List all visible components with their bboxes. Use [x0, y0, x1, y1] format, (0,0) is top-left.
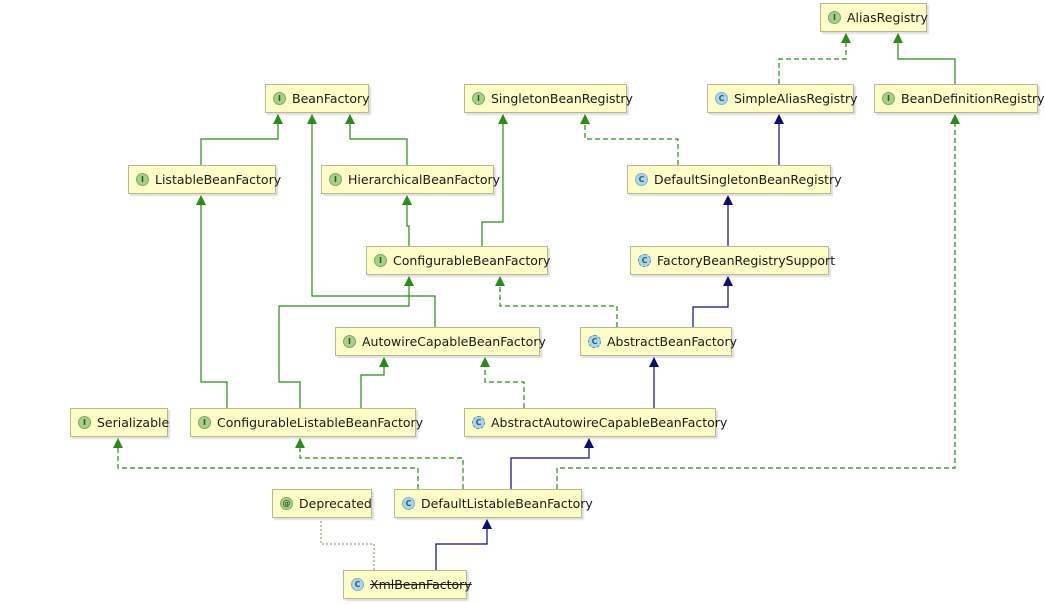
node-abstract-bean-factory[interactable]: C AbstractBeanFactory — [580, 327, 737, 356]
edge-configurable-to-hierarchical — [402, 195, 412, 246]
node-label: BeanDefinitionRegistry — [901, 91, 1045, 106]
interface-icon: I — [136, 173, 149, 186]
node-bean-factory[interactable]: I BeanFactory — [265, 84, 370, 113]
node-label: AbstractBeanFactory — [607, 334, 737, 349]
interface-icon: I — [329, 173, 342, 186]
node-label: HierarchicalBeanFactory — [348, 172, 501, 187]
node-abstract-autowire-capable-bean-factory[interactable]: C AbstractAutowireCapableBeanFactory — [464, 408, 727, 437]
edge-abf-impl-configurable — [495, 276, 618, 327]
node-label: DefaultListableBeanFactory — [421, 496, 593, 511]
node-listable-bean-factory[interactable]: I ListableBeanFactory — [128, 165, 281, 194]
node-label: Serializable — [97, 415, 170, 430]
node-autowire-capable-bean-factory[interactable]: I AutowireCapableBeanFactory — [335, 327, 546, 356]
node-singleton-bean-registry[interactable]: I SingletonBeanRegistry — [464, 84, 633, 113]
annotation-icon: @ — [280, 497, 293, 510]
node-label: FactoryBeanRegistrySupport — [657, 253, 836, 268]
interface-icon: I — [343, 335, 356, 348]
interface-icon: I — [882, 92, 895, 105]
node-xml-bean-factory[interactable]: C XmlBeanFactory — [343, 570, 472, 599]
interface-icon: I — [198, 416, 211, 429]
edge-bdr-to-alias — [893, 33, 956, 84]
class-icon: C — [402, 497, 415, 510]
edge-aacbf-impl-autowire — [480, 357, 525, 408]
class-icon: C — [715, 92, 728, 105]
node-label: ListableBeanFactory — [155, 172, 282, 187]
node-label: AbstractAutowireCapableBeanFactory — [491, 415, 728, 430]
node-hierarchical-bean-factory[interactable]: I HierarchicalBeanFactory — [321, 165, 500, 194]
node-label: ConfigurableBeanFactory — [393, 253, 551, 268]
edge-hierarchical-to-beanfactory — [345, 114, 408, 165]
class-icon: C — [635, 173, 648, 186]
node-serializable[interactable]: I Serializable — [70, 408, 170, 437]
edge-dsbr-impl-singleton — [580, 114, 679, 165]
node-default-listable-bean-factory[interactable]: C DefaultListableBeanFactory — [394, 489, 593, 518]
node-label: SingletonBeanRegistry — [491, 91, 633, 106]
node-configurable-listable-bean-factory[interactable]: I ConfigurableListableBeanFactory — [190, 408, 423, 437]
edge-dlbf-impl-cl — [295, 438, 464, 489]
node-default-singleton-bean-registry[interactable]: C DefaultSingletonBeanRegistry — [627, 165, 842, 194]
node-label: DefaultSingletonBeanRegistry — [654, 172, 842, 187]
interface-icon: I — [472, 92, 485, 105]
node-label: Deprecated — [299, 496, 372, 511]
edge-configurable-to-singleton — [481, 114, 508, 246]
edge-dlbf-impl-bdr — [556, 114, 960, 489]
edge-sar-impl-alias — [778, 33, 851, 84]
interface-icon: I — [273, 92, 286, 105]
edge-dlbf-to-aacbf — [510, 438, 594, 489]
abstract-class-icon: C — [638, 254, 651, 267]
edge-xml-annotated-deprecated — [320, 520, 375, 570]
edge-cl-to-configurable — [278, 276, 414, 408]
node-factory-bean-registry-support[interactable]: C FactoryBeanRegistrySupport — [630, 246, 835, 275]
node-deprecated-annotation[interactable]: @ Deprecated — [272, 489, 372, 518]
edge-dlbf-impl-serializable — [113, 438, 419, 489]
node-label: AliasRegistry — [847, 10, 928, 25]
node-configurable-bean-factory[interactable]: I ConfigurableBeanFactory — [366, 246, 551, 275]
abstract-class-icon: C — [472, 416, 485, 429]
edge-listable-to-beanfactory — [200, 114, 283, 165]
node-label: XmlBeanFactory — [370, 577, 472, 592]
edge-abf-to-fbrs — [692, 276, 733, 327]
node-label: BeanFactory — [292, 91, 370, 106]
node-label: SimpleAliasRegistry — [734, 91, 858, 106]
node-bean-definition-registry[interactable]: I BeanDefinitionRegistry — [874, 84, 1045, 113]
interface-icon: I — [828, 11, 841, 24]
edge-xml-to-dlbf — [435, 519, 492, 570]
node-label: ConfigurableListableBeanFactory — [217, 415, 424, 430]
node-simple-alias-registry[interactable]: C SimpleAliasRegistry — [707, 84, 858, 113]
abstract-class-icon: C — [588, 335, 601, 348]
interface-icon: I — [374, 254, 387, 267]
edge-cl-to-listable — [196, 195, 228, 408]
class-icon: C — [351, 578, 364, 591]
interface-icon: I — [78, 416, 91, 429]
node-alias-registry[interactable]: I AliasRegistry — [820, 3, 928, 32]
edge-autowire-to-beanfactory — [307, 114, 436, 327]
edge-cl-to-autowire — [360, 357, 389, 408]
node-label: AutowireCapableBeanFactory — [362, 334, 546, 349]
